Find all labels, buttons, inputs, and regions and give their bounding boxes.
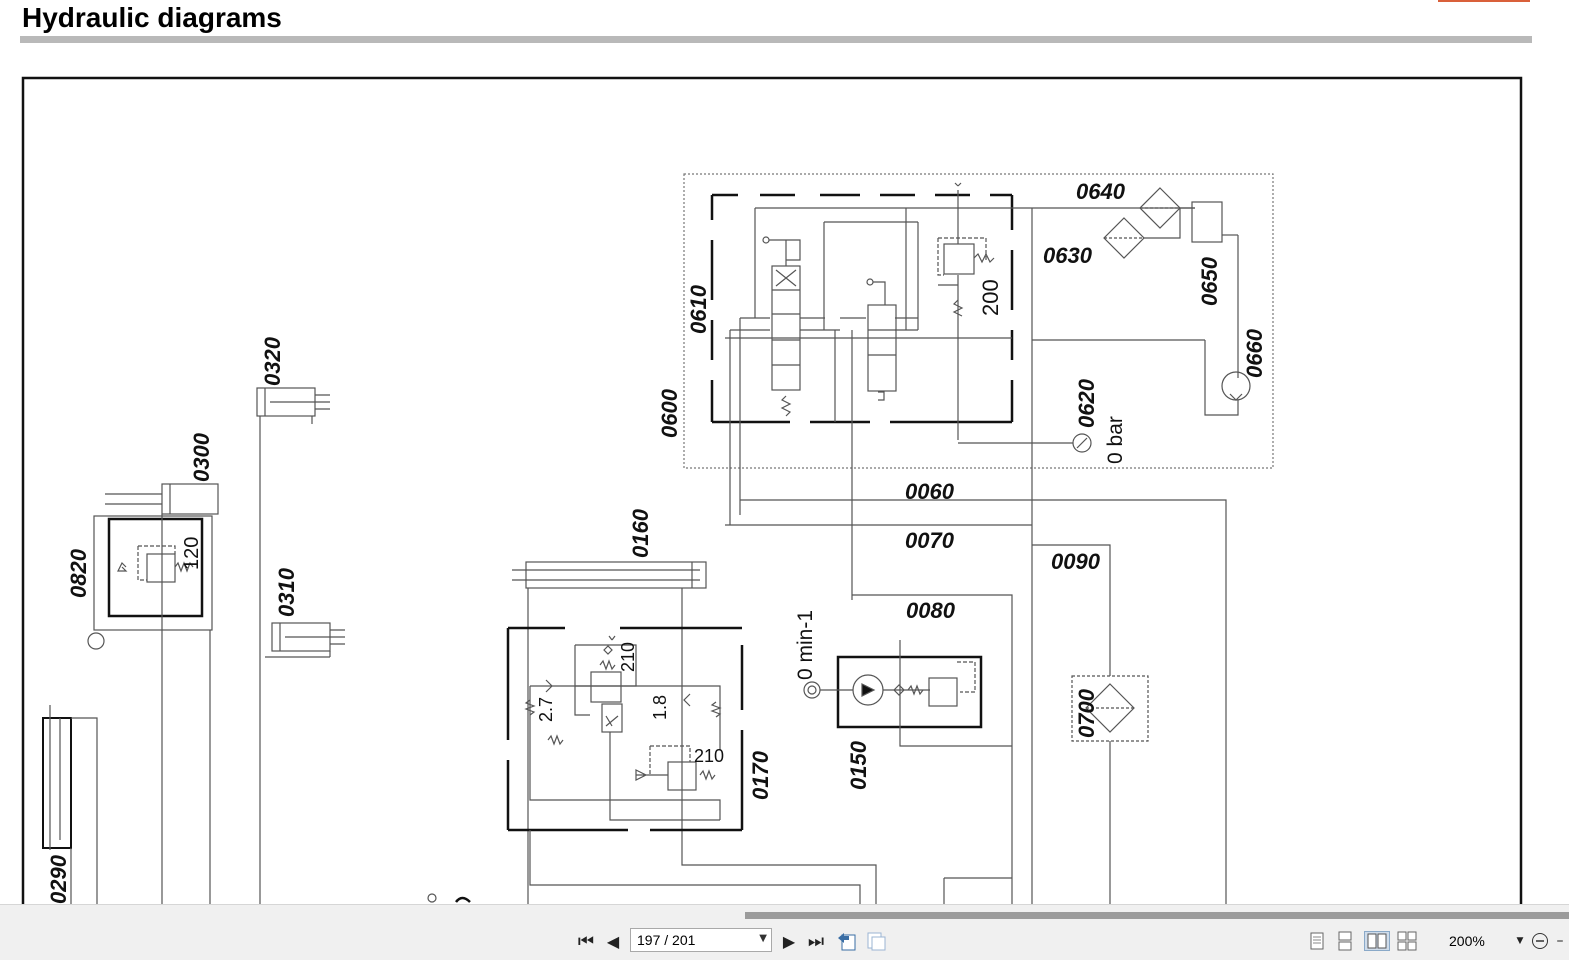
label-200: 200 — [978, 279, 1003, 316]
valve-block-0170 — [506, 626, 861, 904]
next-view-icon[interactable] — [864, 927, 888, 955]
zoom-out-icon[interactable] — [1530, 927, 1550, 955]
label-0080: 0080 — [906, 598, 956, 623]
continuous-facing-view-icon[interactable] — [1396, 931, 1418, 951]
horizontal-scrollbar[interactable] — [745, 912, 1569, 919]
directional-valve-right — [866, 278, 897, 401]
cylinder-0300 — [105, 483, 219, 515]
cylinder-0320 — [256, 387, 330, 904]
label-0820: 0820 — [66, 548, 91, 598]
module-0600-boundary — [683, 173, 1274, 469]
pump-0660 — [1221, 371, 1251, 401]
cut-off-symbol — [427, 893, 437, 903]
filter-0630 — [1103, 207, 1195, 259]
cylinder-0310 — [265, 622, 345, 658]
directional-valve-left — [762, 236, 801, 417]
cylinder-0160 — [512, 561, 877, 904]
valve-block-0610 — [710, 193, 1014, 424]
previous-page-icon[interactable]: ◀ — [606, 931, 620, 951]
chevron-down-icon[interactable]: ▼ — [759, 933, 767, 944]
diagram-frame — [21, 76, 1523, 904]
label-0290: 0290 — [46, 854, 71, 904]
zoom-dropdown-icon[interactable]: ▼ — [1516, 936, 1524, 946]
single-page-view-icon[interactable] — [1308, 931, 1326, 951]
last-page-icon[interactable]: ⏭ — [807, 930, 825, 952]
continuous-view-icon[interactable] — [1336, 931, 1354, 951]
label-0650: 0650 — [1197, 256, 1222, 306]
cylinder-0290 — [42, 705, 98, 904]
next-page-icon[interactable]: ▶ — [782, 931, 796, 951]
document-page: Hydraulic diagrams — [20, 0, 1532, 904]
relief-valve-200 — [937, 182, 995, 317]
gauge-value-0620: 0 bar — [1104, 416, 1127, 464]
label-0060: 0060 — [905, 479, 955, 504]
label-0640: 0640 — [1076, 179, 1126, 204]
filter-0700 — [1071, 675, 1149, 742]
label-0310: 0310 — [274, 567, 299, 617]
label-210-lower: 210 — [694, 746, 724, 766]
label-0090: 0090 — [1051, 549, 1101, 574]
filter-0640 — [1139, 187, 1181, 229]
hydraulic-diagram: 200 — [21, 76, 1523, 904]
zoom-slider[interactable]: – — [1556, 933, 1564, 949]
tank-0650 — [1191, 201, 1223, 243]
first-page-icon[interactable]: ⏮ — [577, 930, 595, 952]
speed-value-0150: 0 min-1 — [794, 610, 817, 680]
label-0610: 0610 — [686, 284, 711, 334]
pump-unit-0150 — [803, 640, 1012, 747]
label-0600: 0600 — [657, 388, 682, 438]
label-0160: 0160 — [628, 508, 653, 558]
reader-toolbar: ⏮ ◀ 197 / 201 ▼ ▶ ⏭ 200% ▼ – — [0, 904, 1569, 960]
label-0700: 0700 — [1074, 688, 1099, 738]
label-2-7: 2.7 — [536, 697, 556, 722]
page-number-input[interactable]: 197 / 201 ▼ — [630, 928, 772, 952]
label-0150: 0150 — [846, 740, 871, 790]
pressure-gauge-0620 — [958, 433, 1092, 453]
label-1-8: 1.8 — [650, 695, 670, 720]
title-underline — [20, 36, 1532, 43]
relief-block-0820 — [87, 514, 213, 904]
label-0300: 0300 — [189, 432, 214, 482]
label-120: 120 — [181, 537, 203, 570]
previous-view-icon[interactable] — [835, 927, 859, 955]
label-0070: 0070 — [905, 528, 955, 553]
zoom-level[interactable]: 200% — [1449, 933, 1485, 949]
label-0660: 0660 — [1242, 328, 1267, 378]
facing-pages-view-icon[interactable] — [1364, 931, 1390, 951]
page-number-text: 197 / 201 — [637, 932, 696, 948]
label-0170: 0170 — [748, 750, 773, 800]
label-0320: 0320 — [260, 336, 285, 386]
label-0630: 0630 — [1043, 243, 1093, 268]
corner-accent-mark — [1438, 0, 1530, 2]
label-210-upper: 210 — [618, 642, 638, 672]
label-0620: 0620 — [1074, 378, 1099, 428]
page-title: Hydraulic diagrams — [22, 2, 282, 33]
